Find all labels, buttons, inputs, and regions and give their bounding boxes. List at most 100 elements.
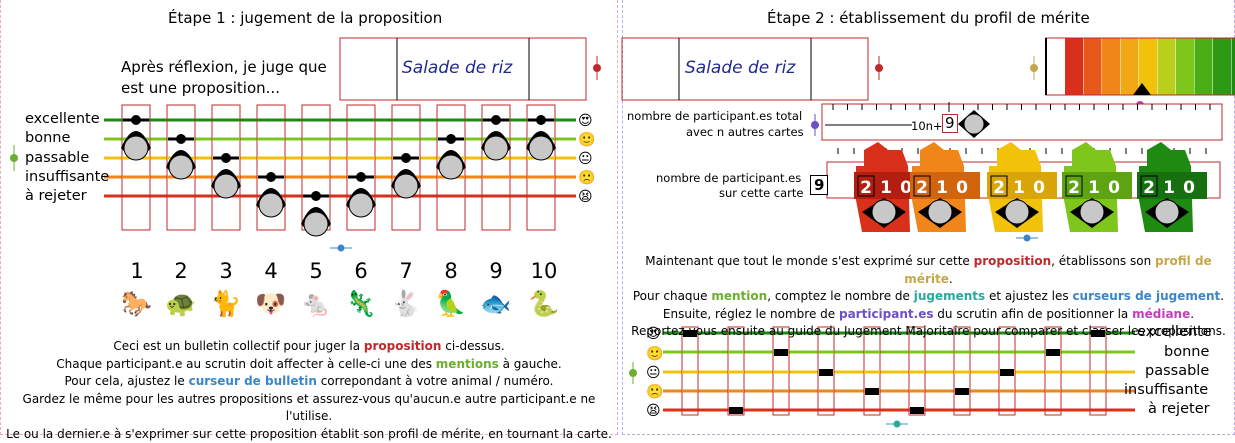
voter-number-3: 3 <box>211 259 241 283</box>
left-instr-line2: Chaque participant.e au scrutin doit aff… <box>0 356 618 374</box>
ballot-cursor-dot <box>491 115 501 125</box>
right-mention-passable: passable <box>1145 363 1209 379</box>
counter-digit: 2 <box>860 178 872 198</box>
right-mention-insuffisante: insuffisante <box>1124 382 1208 398</box>
judgement-cursor-knob[interactable] <box>872 200 896 224</box>
profile-marker <box>774 349 788 356</box>
voter-number-6: 6 <box>346 259 376 283</box>
mention-insuffisante: insuffisante <box>25 169 109 185</box>
proposal-slider-knob[interactable] <box>593 64 601 72</box>
left-instr-line4: Gardez le même pour les autres propositi… <box>0 391 618 426</box>
right-emoji-fair: 😐 <box>646 366 661 380</box>
profile-marker <box>1046 349 1060 356</box>
judgement-cursor-knob[interactable] <box>1005 200 1029 224</box>
ballot-cursor-knob[interactable] <box>529 136 553 160</box>
left-instructions: Ceci est un bulletin collectif pour juge… <box>0 338 618 443</box>
right-instr-line1: Maintenant que tout le monde s'est expri… <box>622 253 1235 288</box>
left-instr-line3: Pour cela, ajustez le curseur de bulleti… <box>0 373 618 391</box>
horse-icon: 🐎 <box>119 289 155 319</box>
ballot-cursor-dot <box>311 191 321 201</box>
voter-number-4: 4 <box>256 259 286 283</box>
voter-number-8: 8 <box>436 259 466 283</box>
merit-color-block <box>1213 38 1231 95</box>
ballot-cursor-dot <box>536 115 546 125</box>
counter-digit: 1 <box>1013 178 1025 198</box>
ballot-cursor-dot <box>176 134 186 144</box>
counter-digit: 1 <box>936 178 948 198</box>
total-cursor-knob[interactable] <box>964 114 984 134</box>
snake-icon: 🐍 <box>526 289 562 319</box>
merit-color-block <box>1084 38 1102 95</box>
voter-number-10: 10 <box>524 259 564 283</box>
voter-slider-frame <box>212 105 240 230</box>
counter-digit: 1 <box>1163 178 1175 198</box>
total-label-line1: nombre de participant.es total <box>627 109 802 123</box>
voter-number-5: 5 <box>301 259 331 283</box>
ballot-cursor-knob[interactable] <box>394 174 418 198</box>
profile-bottom-knob[interactable] <box>894 421 901 428</box>
ballot-cursor-knob[interactable] <box>439 155 463 179</box>
total-formula: 10n+ <box>911 119 943 133</box>
merit-color-block <box>1121 38 1139 95</box>
right-emoji-reject: 😫 <box>646 404 661 418</box>
mention-passable: passable <box>25 150 89 166</box>
merit-color-block <box>1065 38 1083 95</box>
judgement-cursor-knob[interactable] <box>928 200 952 224</box>
merit-color-block <box>1232 38 1235 95</box>
mention-slider-knob[interactable] <box>10 154 18 162</box>
turtle-icon: 🐢 <box>163 289 199 319</box>
merit-color-block <box>1102 38 1120 95</box>
profile-marker <box>819 369 833 376</box>
counter-digit: 0 <box>1183 178 1195 198</box>
emoji-good: 🙂 <box>578 133 595 147</box>
emoji-insufficient: 🙁 <box>578 171 595 185</box>
mention-bonne: bonne <box>25 130 70 146</box>
merit-color-block <box>1176 38 1194 95</box>
counter-digit: 1 <box>1088 178 1100 198</box>
right-emoji-insufficient: 🙁 <box>646 385 663 399</box>
fish-icon: 🐟 <box>478 289 514 319</box>
voter-slider-frame <box>392 105 420 230</box>
right-emoji-good: 🙂 <box>646 347 663 361</box>
ballot-cursor-knob[interactable] <box>169 155 193 179</box>
judgement-cursor-knob[interactable] <box>1080 200 1104 224</box>
ballot-cursor-knob[interactable] <box>484 136 508 160</box>
left-instr-line1: Ceci est un bulletin collectif pour juge… <box>0 338 618 356</box>
parrot-icon: 🦜 <box>433 289 469 319</box>
judgement-slider-knob[interactable] <box>1024 235 1031 242</box>
ballot-cursor-dot <box>446 134 456 144</box>
counter-digit: 0 <box>956 178 968 198</box>
right-instr-line2: Pour chaque mention, comptez le nombre d… <box>622 288 1235 306</box>
judgement-cursor-knob[interactable] <box>1155 200 1179 224</box>
ballot-cursor-knob[interactable] <box>259 193 283 217</box>
ballot-cursor-knob[interactable] <box>214 174 238 198</box>
counter-digit: 2 <box>1143 178 1155 198</box>
total-knob[interactable] <box>811 121 819 129</box>
profile-mention-knob[interactable] <box>629 369 637 377</box>
profile-marker <box>729 407 743 414</box>
right-mention-excellente: excellente <box>1137 324 1212 340</box>
mention-a-rejeter: à rejeter <box>25 188 87 204</box>
cat-icon: 🐈 <box>208 289 244 319</box>
ballot-slider-knob[interactable] <box>338 245 345 252</box>
counter-digit: 2 <box>993 178 1005 198</box>
proposal-slider-knob[interactable] <box>875 64 883 72</box>
ballot-cursor-knob[interactable] <box>304 212 328 236</box>
ballot-cursor-knob[interactable] <box>124 136 148 160</box>
rabbit-icon: 🐇 <box>388 289 424 319</box>
right-mention-a-rejeter: à rejeter <box>1148 401 1210 417</box>
voter-number-7: 7 <box>391 259 421 283</box>
counter-digit: 0 <box>1033 178 1045 198</box>
total-digit: 9 <box>942 114 958 133</box>
profile-marker <box>1000 369 1014 376</box>
right-proposal-name: Salade de riz <box>685 58 795 78</box>
right-instr-line3: Ensuite, réglez le nombre de participant… <box>622 306 1235 324</box>
profile-marker <box>865 388 879 395</box>
counter-digit: 2 <box>1068 178 1080 198</box>
ballot-cursor-knob[interactable] <box>349 193 373 217</box>
lizard-icon: 🦎 <box>343 289 379 319</box>
card-digit: 9 <box>810 175 828 195</box>
emoji-fair: 😐 <box>578 152 593 166</box>
profile-slider-knob[interactable] <box>1030 64 1038 72</box>
